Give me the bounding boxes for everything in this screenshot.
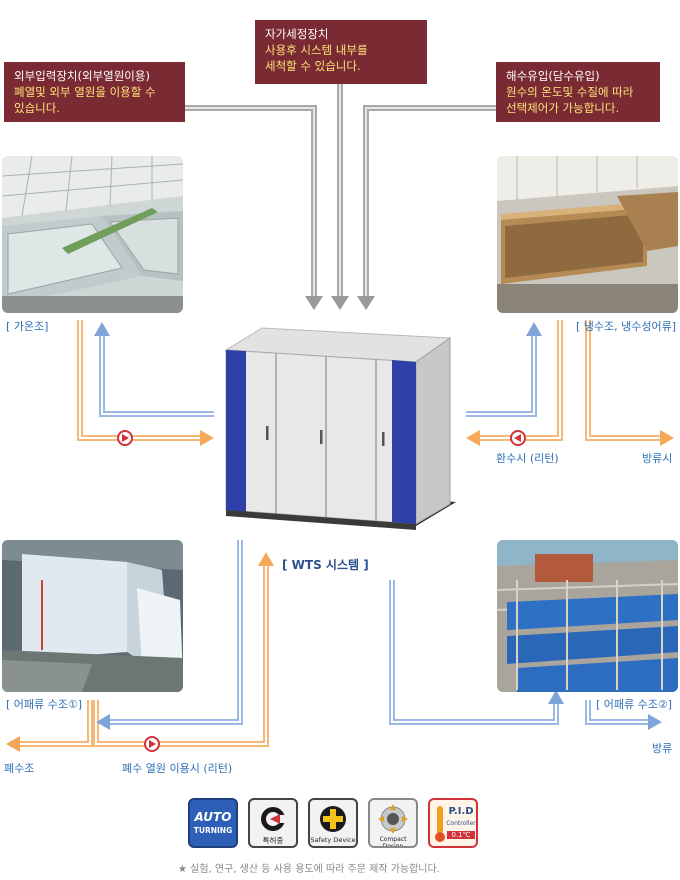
callout-external-input: 외부입력장치(외부열원이용) 폐열및 외부 열원을 이용할 수 있습니다. <box>4 62 185 122</box>
orange-arrowheads <box>6 430 674 752</box>
label-shellfish-tank-1: [ 어패류 수조①] <box>6 698 83 711</box>
callout-self-cleaning: 자가세정장치 사용후 시스템 내부를 세척할 수 있습니다. <box>255 20 427 84</box>
pump-icon <box>144 736 160 752</box>
label-waste-heat-return: 폐수 열원 이용시 (리턴) <box>122 762 233 775</box>
label-discharge: 방류 <box>652 742 673 755</box>
compact-text: Compact Design <box>379 836 407 848</box>
badge-pid-controller: P.I.D Controller 0.1℃ <box>428 798 478 848</box>
gray-arrowheads <box>305 296 375 310</box>
blue-arrowheads <box>94 322 662 730</box>
callout-desc: 사용후 시스템 내부를 세척할 수 있습니다. <box>265 43 368 73</box>
badge-compact-design: Compact Design <box>368 798 418 848</box>
label-return-flow: 환수시 (리턴) <box>496 452 559 465</box>
callout-desc: 원수의 온도및 수질에 따라 선택제어가 가능합니다. <box>506 85 634 115</box>
wts-system-unit <box>222 326 456 556</box>
badge-patent: 특허중 <box>248 798 298 848</box>
compact-target-icon <box>378 804 408 834</box>
pid-title: P.I.D <box>448 806 474 817</box>
safety-text: Safety Device <box>310 836 356 844</box>
auto-icon: AUTO <box>194 810 232 824</box>
blue-flow-inner <box>101 336 648 723</box>
label-heating-tank: [ 가온조] <box>6 320 49 333</box>
photo-shellfish-tank-1 <box>2 540 183 692</box>
label-cold-tank: [ 냉수조, 냉수성어류] <box>576 320 677 333</box>
label-shellfish-tank-2: [ 어패류 수조②] <box>596 698 673 711</box>
patent-text: 특허중 <box>262 836 284 845</box>
thermometer-icon <box>435 806 445 842</box>
badge-auto-turning: AUTO TURNING <box>188 798 238 848</box>
label-discharge-flow: 방류시 <box>642 452 673 465</box>
safety-cross-icon <box>320 806 346 832</box>
callout-seawater-inflow: 해수유입(담수유입) 원수의 온도및 수질에 따라 선택제어가 가능합니다. <box>496 62 660 122</box>
turning-text: TURNING <box>193 826 233 835</box>
badge-safety-device: Safety Device <box>308 798 358 848</box>
patent-icon <box>261 807 285 831</box>
pid-sub: Controller <box>446 820 476 827</box>
wts-caption: [ WTS 시스템 ] <box>282 558 369 572</box>
callout-title: 자가세정장치 <box>265 27 329 41</box>
pid-value: 0.1℃ <box>447 831 475 839</box>
callout-desc: 폐열및 외부 열원을 이용할 수 있습니다. <box>14 85 156 115</box>
label-waste-water: 폐수조 <box>4 762 35 775</box>
photo-shellfish-tank-2 <box>497 540 678 692</box>
pump-icon <box>117 430 133 446</box>
pump-icon <box>510 430 526 446</box>
photo-heating-tank <box>2 156 183 313</box>
callout-title: 외부입력장치(외부열원이용) <box>14 69 150 83</box>
photo-cold-tank <box>497 156 678 313</box>
gray-flow-lines-inner <box>185 84 496 300</box>
footnote: ★ 실험, 연구, 생산 등 사용 용도에 따라 주문 제작 가능합니다. <box>178 864 440 875</box>
callout-title: 해수유입(담수유입) <box>506 69 600 83</box>
